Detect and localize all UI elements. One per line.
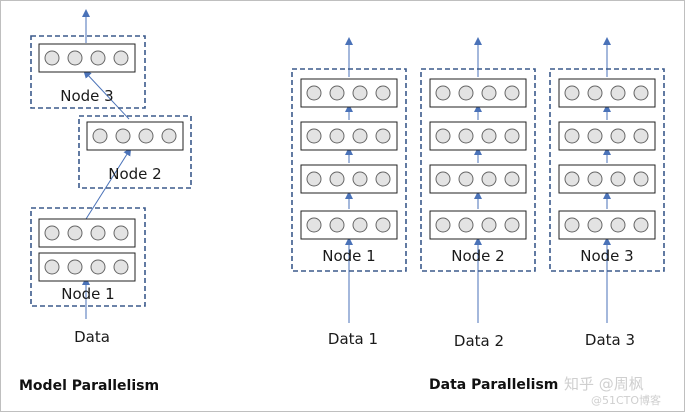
layer bbox=[429, 121, 527, 151]
layer bbox=[558, 164, 656, 194]
watermark-primary: 知乎 @周枫 bbox=[564, 375, 644, 393]
replica-2: Node 2 Data 2 bbox=[420, 37, 536, 350]
node-label: Node 1 bbox=[322, 247, 375, 265]
layer bbox=[300, 78, 398, 108]
model-parallelism: Node 1 Node 2 Node 3 bbox=[19, 9, 192, 394]
model-parallelism-caption: Model Parallelism bbox=[19, 378, 159, 394]
model-node-3: Node 3 bbox=[30, 35, 146, 109]
layer bbox=[300, 164, 398, 194]
model-node-2: Node 2 bbox=[78, 115, 192, 189]
layer bbox=[429, 78, 527, 108]
node2-to-node3-arrow bbox=[83, 70, 130, 120]
layer bbox=[38, 218, 136, 248]
node-label: Node 3 bbox=[580, 247, 633, 265]
layer bbox=[300, 121, 398, 151]
node-label: Node 1 bbox=[61, 285, 114, 303]
node-boundary bbox=[420, 68, 536, 272]
layer bbox=[38, 43, 136, 73]
node-label: Node 2 bbox=[451, 247, 504, 265]
layer bbox=[38, 252, 136, 282]
layer bbox=[558, 210, 656, 240]
layer bbox=[558, 121, 656, 151]
data-input-label: Data bbox=[74, 328, 110, 346]
node-boundary bbox=[549, 68, 665, 272]
layer bbox=[558, 78, 656, 108]
layer bbox=[429, 210, 527, 240]
data-parallelism: Node 1 Data 1 bbox=[291, 37, 665, 393]
node-boundary bbox=[78, 115, 192, 189]
layer bbox=[86, 121, 184, 151]
replica-3: Node 3 Data 3 bbox=[549, 37, 665, 349]
node-label: Node 3 bbox=[60, 87, 113, 105]
node-boundary bbox=[30, 207, 146, 307]
replica-1: Node 1 Data 1 bbox=[291, 37, 407, 348]
watermark: 知乎 @周枫 @51CTO博客 bbox=[564, 375, 661, 407]
data-label: Data 2 bbox=[454, 332, 504, 350]
watermark-secondary: @51CTO博客 bbox=[591, 393, 661, 407]
data-parallelism-caption: Data Parallelism bbox=[429, 377, 558, 393]
node-boundary bbox=[30, 35, 146, 109]
node-boundary bbox=[291, 68, 407, 272]
layer bbox=[429, 164, 527, 194]
node-label: Node 2 bbox=[108, 165, 161, 183]
data-label: Data 3 bbox=[585, 331, 635, 349]
model-node-1: Node 1 bbox=[30, 207, 146, 307]
layer bbox=[300, 210, 398, 240]
data-label: Data 1 bbox=[328, 330, 378, 348]
node1-to-node2-arrow bbox=[85, 147, 132, 220]
